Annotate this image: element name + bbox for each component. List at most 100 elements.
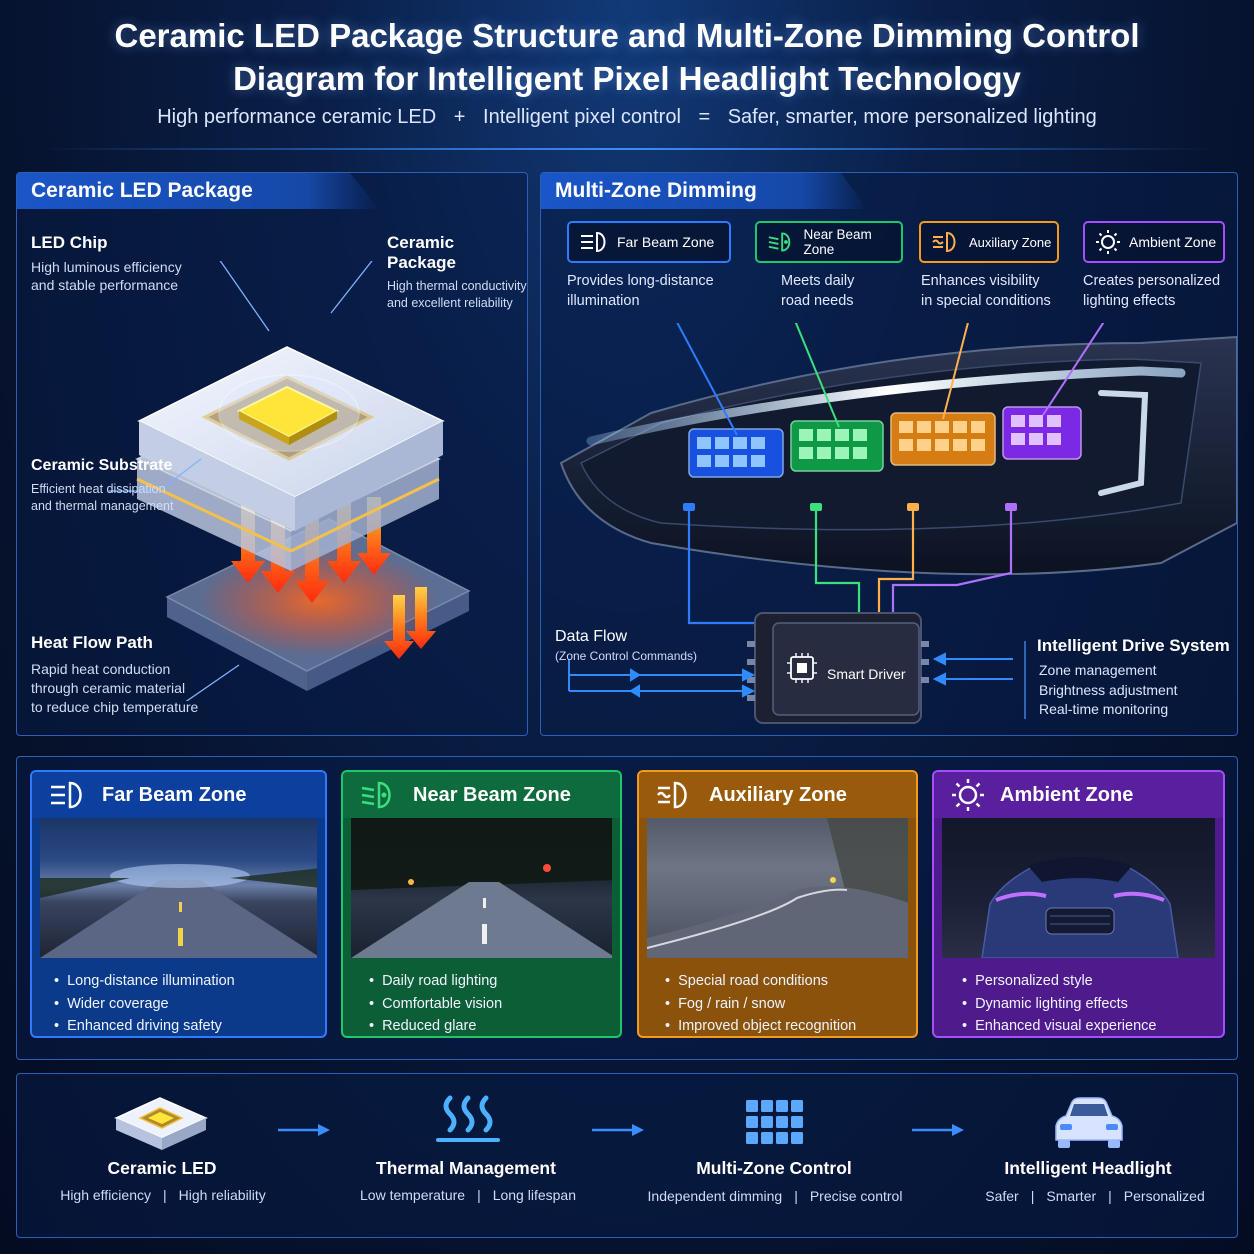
drive-system-item: Brightness adjustment	[1039, 681, 1178, 698]
data-flow-arrows	[568, 652, 1013, 698]
near-beam-zone-pill: Near Beam Zone	[755, 221, 903, 263]
near-beam-bullets: Daily road lighting Comfortable vision R…	[343, 958, 620, 1036]
flow-step-4-b: Smarter	[1046, 1188, 1097, 1204]
separator: |	[794, 1188, 798, 1204]
ambient-bullet: Personalized style	[962, 970, 1223, 993]
connector-nodes	[683, 503, 1017, 511]
led-chip-desc-1: High luminous efficiency	[31, 259, 182, 275]
far-beam-pixel-array	[688, 428, 784, 478]
led-chip-desc-2: and stable performance	[31, 277, 179, 293]
far-beam-zone-label: Far Beam Zone	[617, 234, 715, 250]
near-beam-pixel-array	[790, 420, 884, 472]
flow-step-4-c: Personalized	[1123, 1188, 1205, 1204]
drive-system-item: Zone management	[1039, 662, 1157, 678]
separator: |	[1108, 1188, 1112, 1204]
sun-icon	[1096, 230, 1120, 254]
drl-light-strip	[586, 366, 1186, 446]
ambient-car-image	[942, 818, 1215, 958]
flow-step-4-a: Safer	[985, 1188, 1019, 1204]
led-chip-icon	[114, 1097, 208, 1150]
ceramic-package-title: Ceramic Package	[387, 233, 456, 272]
arrow-right-icon	[592, 1124, 644, 1136]
ambient-bullet: Dynamic lighting effects	[962, 993, 1223, 1016]
ambient-card-header: Ambient Zone	[934, 772, 1223, 818]
separator: |	[163, 1187, 167, 1203]
auxiliary-bullet: Fog / rain / snow	[665, 993, 916, 1016]
car-icon	[1055, 1097, 1123, 1148]
ceramic-package-callout: Ceramic Package High thermal conductivit…	[387, 233, 527, 312]
flow-step-1-b: High reliability	[178, 1187, 266, 1203]
data-flow-subtitle: (Zone Control Commands)	[555, 649, 698, 663]
smart-driver-module	[747, 612, 929, 724]
heat-waves-icon	[436, 1095, 500, 1142]
ceramic-substrate-desc-1: Efficient heat dissipation	[31, 482, 166, 496]
dimming-panel-title: Multi-Zone Dimming Control	[541, 173, 867, 209]
data-flow-title: Data Flow	[555, 628, 628, 645]
drive-system-info: Intelligent Drive System Zone management…	[1037, 636, 1237, 720]
formula-part2: Intelligent pixel control	[483, 106, 681, 128]
flow-step-3-b: Precise control	[809, 1188, 903, 1204]
flow-step-2-b: Long lifespan	[492, 1187, 576, 1203]
title-line-2: Diagram for Intelligent Pixel Headlight …	[233, 60, 1021, 97]
fog-light-icon	[932, 231, 956, 253]
near-beam-road-image	[351, 818, 612, 958]
pixel-grid-icon	[746, 1100, 803, 1144]
far-beam-zone-pill: Far Beam Zone	[567, 221, 731, 263]
auxiliary-bullet: Special road conditions	[665, 970, 916, 993]
separator: |	[1030, 1188, 1035, 1204]
formula-plus: +	[453, 106, 466, 128]
flow-step-1-title: Ceramic LED	[107, 1158, 217, 1178]
far-beam-desc-2: illumination	[567, 293, 640, 309]
flow-step-4-title: Intelligent Headlight	[1004, 1158, 1172, 1178]
formula-equals: =	[698, 106, 711, 128]
auxiliary-desc-2: in special conditions	[921, 293, 1051, 309]
fog-light-icon	[657, 781, 687, 809]
flow-step-2-sub: Low temperature | Long lifespan	[330, 1187, 606, 1203]
package-panel-title: Ceramic LED Package Structure	[17, 173, 379, 209]
ambient-pixel-array	[1002, 406, 1082, 460]
auxiliary-bullets: Special road conditions Fog / rain / sno…	[639, 958, 916, 1036]
far-beam-bullet: Long-distance illumination	[54, 970, 325, 993]
ambient-zone-label: Ambient Zone	[1129, 234, 1217, 250]
ambient-card: Ambient Zone Personalized style Dynamic …	[932, 770, 1225, 1038]
near-beam-card: Near Beam Zone Daily road lighting Comfo…	[341, 770, 622, 1038]
far-beam-road-image	[40, 818, 317, 958]
heat-flow-desc-1: Rapid heat conduction	[31, 661, 171, 677]
flow-step-3-a: Independent dimming	[647, 1188, 783, 1204]
separator: |	[477, 1187, 481, 1203]
flow-step-3-title: Multi-Zone Control	[696, 1158, 852, 1178]
ambient-bullets: Personalized style Dynamic lighting effe…	[934, 958, 1223, 1036]
high-beam-icon	[581, 231, 606, 253]
near-beam-bullet: Comfortable vision	[369, 993, 620, 1016]
flow-step-1-a: High efficiency	[60, 1187, 151, 1203]
flow-step-2-title: Thermal Management	[376, 1158, 556, 1178]
auxiliary-zone-pill: Auxiliary Zone	[919, 221, 1059, 263]
auxiliary-desc-1: Enhances visibility	[921, 273, 1040, 289]
ambient-zone-pill: Ambient Zone	[1083, 221, 1225, 263]
near-beam-card-header: Near Beam Zone	[343, 772, 620, 818]
ceramic-package-desc-2: and excellent reliability	[387, 296, 513, 310]
arrow-right-icon	[912, 1124, 964, 1136]
heat-flow-callout: Heat Flow Path Rapid heat conduction thr…	[31, 633, 251, 717]
header-divider	[40, 148, 1214, 150]
auxiliary-pixel-array	[890, 412, 996, 466]
heat-flow-desc-2: through ceramic material	[31, 680, 186, 696]
auxiliary-card-header: Auxiliary Zone	[639, 772, 916, 818]
flow-step-2-a: Low temperature	[360, 1187, 466, 1203]
far-beam-bullets: Long-distance illumination Wider coverag…	[32, 958, 325, 1036]
high-beam-icon	[51, 781, 82, 809]
far-beam-bullet: Enhanced driving safety	[54, 1015, 325, 1036]
ceramic-package-desc-1: High thermal conductivity	[387, 279, 527, 293]
ambient-zone-desc: Creates personalized lighting effects	[1083, 271, 1233, 311]
auxiliary-zone-label: Auxiliary Zone	[969, 234, 1052, 250]
led-chip-title: LED Chip	[31, 233, 108, 252]
far-beam-desc-1: Provides long-distance	[567, 273, 714, 289]
far-beam-card: Far Beam Zone Long-distance illumination…	[30, 770, 327, 1038]
title-line-1: Ceramic LED Package Structure and Multi-…	[114, 17, 1140, 54]
dimming-control-panel: Multi-Zone Dimming Control Far Beam Zone…	[540, 172, 1238, 736]
far-beam-bullet: Wider coverage	[54, 993, 325, 1016]
auxiliary-road-image	[647, 818, 908, 958]
led-chip	[236, 385, 340, 445]
arrow-right-icon	[278, 1124, 330, 1136]
led-chip-callout: LED Chip High luminous efficiency and st…	[31, 233, 231, 294]
